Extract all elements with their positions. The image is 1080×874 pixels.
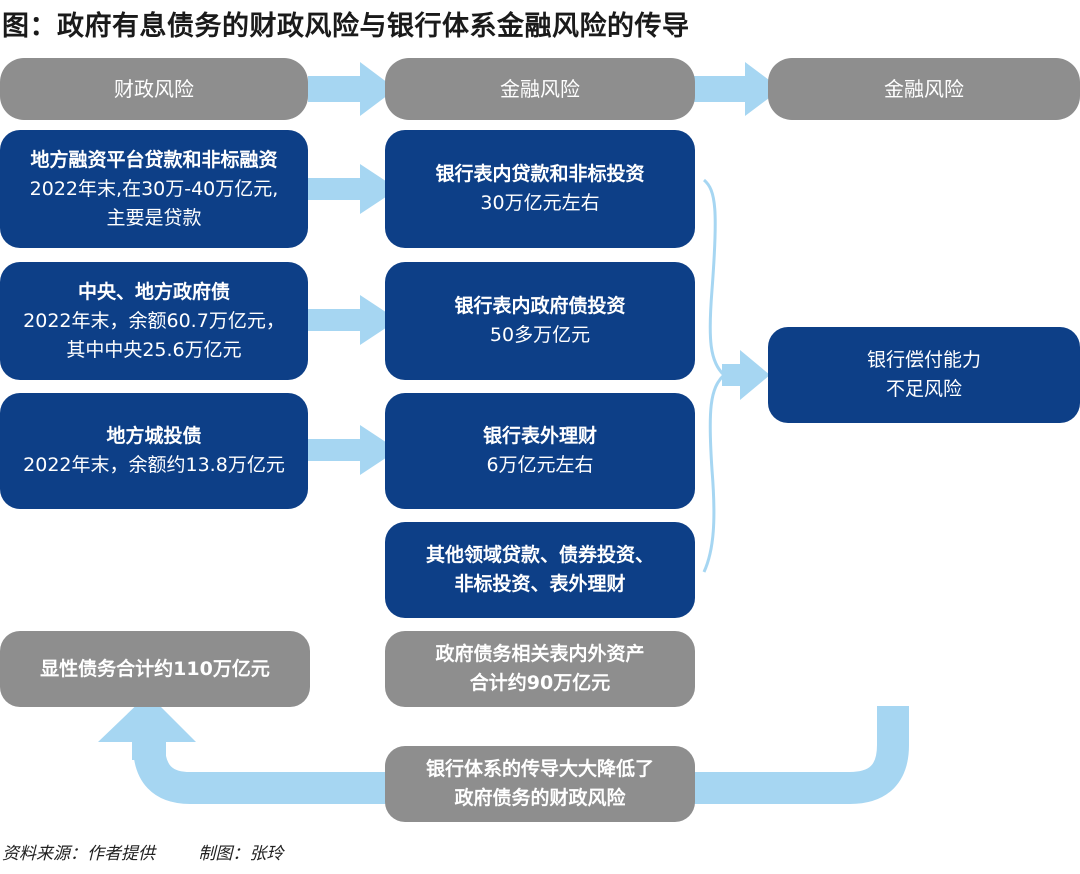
total-bank-assets-box: 政府债务相关表内外资产 合计约90万亿元: [385, 631, 695, 707]
maker-note: 制图：张玲: [198, 844, 284, 864]
bank-box-wealth-management: 银行表外理财 6万亿元左右: [385, 393, 695, 509]
fiscal-box-platform-loans: 地方融资平台贷款和非标融资 2022年末,在30万-40万亿元, 主要是贷款: [0, 130, 308, 248]
header-financial-risk-2: 金融风险: [768, 58, 1080, 120]
header-fiscal-risk: 财政风险: [0, 58, 308, 120]
risk-arrow: [722, 350, 770, 400]
row-arrow-3: [308, 425, 398, 475]
fiscal-box-government-bonds: 中央、地方政府债 2022年末，余额60.7万亿元， 其中中央25.6万亿元: [0, 262, 308, 380]
bank-box-gov-bond-investment: 银行表内政府债投资 50多万亿元: [385, 262, 695, 380]
footer: 资料来源：作者提供 制图：张玲: [2, 839, 283, 864]
source-note: 资料来源：作者提供: [2, 844, 155, 864]
total-explicit-debt-box: 显性债务合计约110万亿元: [0, 631, 310, 707]
page-title: 图：政府有息债务的财政风险与银行体系金融风险的传导: [2, 11, 690, 42]
header-financial-risk-1: 金融风险: [385, 58, 695, 120]
brace: [702, 178, 727, 573]
bank-solvency-risk-box: 银行偿付能力 不足风险: [768, 327, 1080, 423]
return-arrow-head: [98, 694, 196, 760]
bank-box-other: 其他领域贷款、债券投资、 非标投资、表外理财: [385, 522, 695, 618]
row-arrow-1: [308, 164, 398, 214]
row-arrow-2: [308, 295, 398, 345]
bank-box-loans: 银行表内贷款和非标投资 30万亿元左右: [385, 130, 695, 248]
fiscal-box-lgfv-bonds: 地方城投债 2022年末，余额约13.8万亿元: [0, 393, 308, 509]
header-arrow-1: [308, 62, 396, 116]
header-arrow-2: [692, 62, 781, 116]
transmission-conclusion-box: 银行体系的传导大大降低了 政府债务的财政风险: [385, 746, 695, 822]
